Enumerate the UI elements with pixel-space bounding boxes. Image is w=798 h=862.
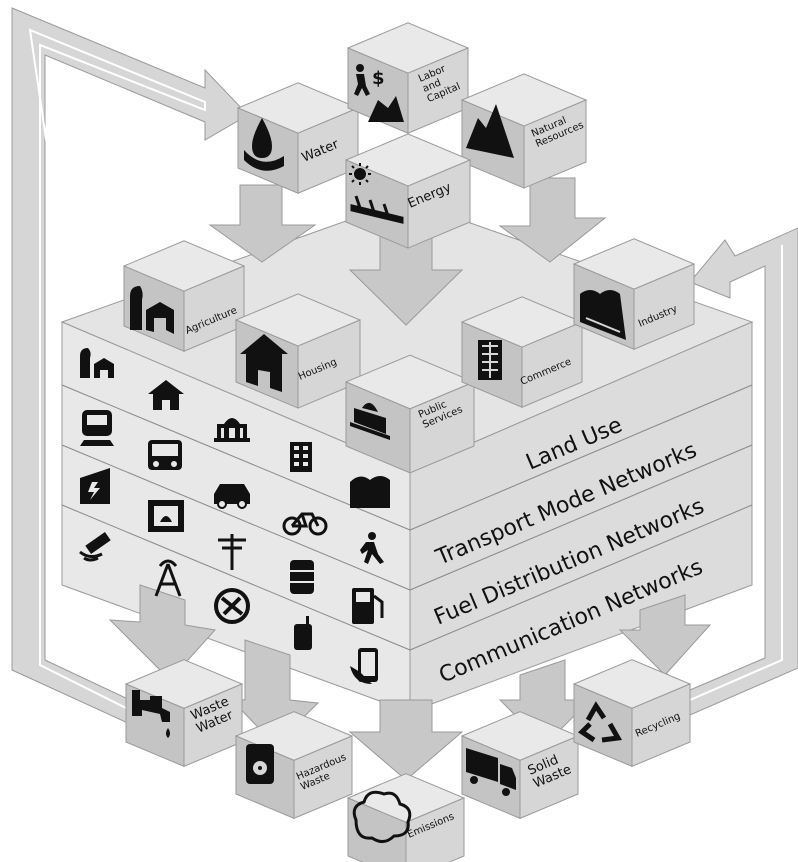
train-icon [80, 410, 114, 446]
factory-icon [350, 476, 390, 508]
fuel-station-icon [148, 500, 184, 532]
hazardous-barrel-icon [246, 744, 274, 784]
oil-barrel-icon [290, 560, 314, 594]
commerce-building-icon [290, 442, 312, 472]
labor-capital-cube [348, 23, 468, 133]
commerce-cube-icon [478, 340, 502, 380]
arrow-to-emissions [350, 700, 462, 780]
bus-icon [148, 440, 182, 470]
dollar-icon: $ [372, 68, 385, 89]
